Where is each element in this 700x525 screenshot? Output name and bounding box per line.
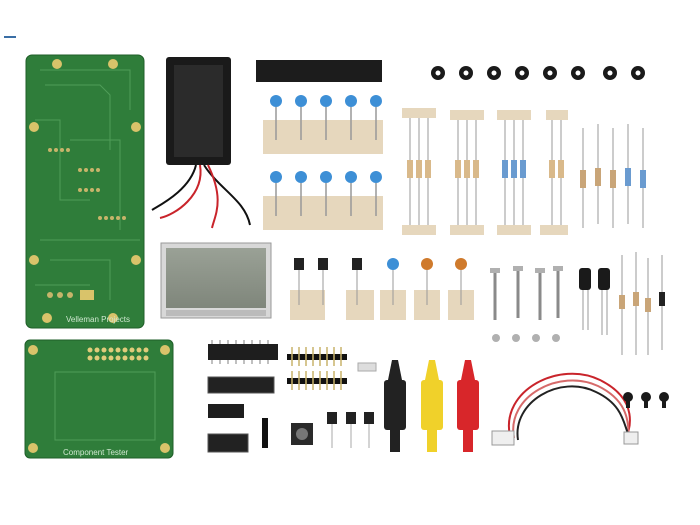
lcd-display — [160, 242, 272, 319]
test-clip-red — [457, 360, 479, 452]
resistors-taped — [402, 108, 568, 235]
push-button — [291, 423, 313, 445]
test-clip-yellow — [421, 360, 443, 452]
grommet-strip — [256, 60, 382, 82]
tester-pcb: Component Tester — [24, 339, 174, 459]
electrolytic-capacitors — [579, 268, 610, 335]
test-clip-black — [384, 360, 406, 452]
pcb-small-label: Component Tester — [63, 448, 129, 457]
small-black-screws — [623, 392, 669, 408]
battery-holder — [151, 57, 251, 229]
ceramic-capacitors-taped — [263, 95, 383, 230]
diodes — [621, 252, 663, 355]
ic-chips — [207, 340, 278, 453]
small-transistors — [327, 412, 374, 448]
pcb-main-label: Velleman Projects — [66, 315, 130, 324]
screws — [493, 270, 560, 320]
main-pcb: Velleman Projects — [25, 54, 145, 329]
transistors-taped — [290, 258, 474, 320]
corner-mark — [4, 36, 16, 38]
cable-assembly — [507, 372, 635, 443]
rubber-grommets — [431, 66, 645, 80]
pin-headers — [262, 347, 377, 448]
